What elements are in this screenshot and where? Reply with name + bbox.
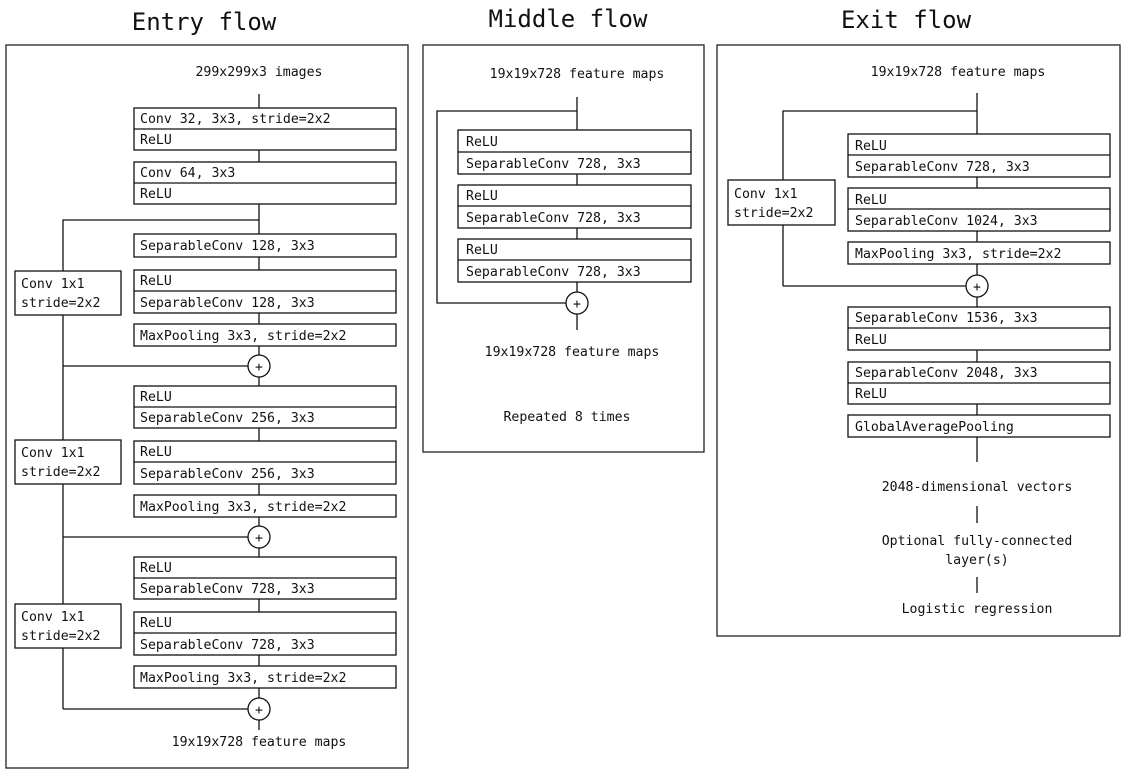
shortcut-line: Conv 1x1 [21, 446, 85, 461]
block-line: ReLU [140, 390, 172, 405]
middle-flow-title: Middle flow [489, 5, 648, 33]
middle-block-sepconv728-2: ReLU SeparableConv 728, 3x3 [457, 184, 692, 229]
entry-flow-panel: Entry flow 299x299x3 images [5, 8, 409, 769]
block-line: MaxPooling 3x3, stride=2x2 [140, 500, 346, 515]
exit-final-label: Logistic regression [902, 602, 1053, 617]
entry-block-sepconv256-b: ReLU SeparableConv 256, 3x3 [133, 440, 397, 485]
middle-block-sepconv728-3: ReLU SeparableConv 728, 3x3 [457, 238, 692, 283]
entry-block-maxpool-3: MaxPooling 3x3, stride=2x2 [133, 665, 397, 689]
block-line: ReLU [140, 445, 172, 460]
block-line: ReLU [855, 193, 887, 208]
entry-flow-frame [5, 44, 409, 769]
block-line: MaxPooling 3x3, stride=2x2 [140, 329, 346, 344]
exit-block-global-avg-pool: GlobalAveragePooling [847, 414, 1111, 438]
block-line: SeparableConv 2048, 3x3 [855, 366, 1038, 381]
exit-input-label: 19x19x728 feature maps [871, 65, 1046, 80]
add-node-icon: + [965, 274, 989, 298]
exit-flow-title: Exit flow [841, 6, 972, 34]
block-line: SeparableConv 728, 3x3 [466, 157, 641, 172]
block-line: ReLU [140, 133, 172, 148]
add-node-icon: + [247, 697, 271, 721]
block-line: SeparableConv 1536, 3x3 [855, 311, 1038, 326]
exit-vectors-label: 2048-dimensional vectors [882, 480, 1073, 495]
block-line: SeparableConv 128, 3x3 [140, 239, 315, 254]
shortcut-line: Conv 1x1 [21, 610, 85, 625]
add-node-icon: + [247, 354, 271, 378]
shortcut-line: stride=2x2 [21, 296, 100, 311]
block-line: SeparableConv 728, 3x3 [140, 582, 315, 597]
svg-text:+: + [573, 297, 581, 312]
exit-block-sepconv728: ReLU SeparableConv 728, 3x3 [847, 133, 1111, 178]
block-line: ReLU [140, 561, 172, 576]
entry-block-conv64: Conv 64, 3x3 ReLU [133, 161, 397, 205]
shortcut-line: stride=2x2 [21, 629, 100, 644]
add-node-icon: + [247, 525, 271, 549]
block-line: SeparableConv 1024, 3x3 [855, 214, 1038, 229]
block-line: Conv 32, 3x3, stride=2x2 [140, 112, 331, 127]
block-line: ReLU [466, 243, 498, 258]
add-node-icon: + [565, 291, 589, 315]
entry-shortcut-conv-1: Conv 1x1 stride=2x2 [14, 270, 122, 316]
shortcut-line: Conv 1x1 [21, 277, 85, 292]
block-line: ReLU [140, 616, 172, 631]
exit-shortcut-conv: Conv 1x1 stride=2x2 [727, 179, 836, 226]
entry-block-maxpool-2: MaxPooling 3x3, stride=2x2 [133, 494, 397, 518]
block-line: ReLU [140, 274, 172, 289]
block-line: Conv 64, 3x3 [140, 166, 235, 181]
block-line: ReLU [855, 139, 887, 154]
block-line: ReLU [140, 187, 172, 202]
shortcut-line: stride=2x2 [734, 206, 813, 221]
entry-block-sepconv128-a: SeparableConv 128, 3x3 [133, 233, 397, 258]
exit-fc-label-line1: Optional fully-connected [882, 534, 1073, 549]
middle-input-label: 19x19x728 feature maps [490, 67, 665, 82]
block-line: MaxPooling 3x3, stride=2x2 [855, 247, 1061, 262]
middle-repeat-note: Repeated 8 times [503, 410, 630, 425]
svg-text:+: + [973, 280, 981, 295]
entry-shortcut-conv-3: Conv 1x1 stride=2x2 [14, 603, 122, 649]
entry-flow-title: Entry flow [132, 8, 277, 36]
exit-block-sepconv2048: SeparableConv 2048, 3x3 ReLU [847, 361, 1111, 405]
shortcut-line: stride=2x2 [21, 465, 100, 480]
entry-block-maxpool-1: MaxPooling 3x3, stride=2x2 [133, 323, 397, 347]
block-line: SeparableConv 728, 3x3 [855, 160, 1030, 175]
middle-flow-frame [422, 44, 705, 453]
block-line: SeparableConv 728, 3x3 [140, 638, 315, 653]
middle-output-label: 19x19x728 feature maps [485, 345, 660, 360]
shortcut-line: Conv 1x1 [734, 187, 798, 202]
block-line: SeparableConv 728, 3x3 [466, 265, 641, 280]
block-line: ReLU [855, 333, 887, 348]
block-line: SeparableConv 256, 3x3 [140, 467, 315, 482]
entry-block-sepconv256-a: ReLU SeparableConv 256, 3x3 [133, 385, 397, 429]
block-line: GlobalAveragePooling [855, 420, 1014, 435]
svg-text:+: + [255, 360, 263, 375]
svg-text:+: + [255, 703, 263, 718]
svg-text:+: + [255, 531, 263, 546]
middle-block-sepconv728-1: ReLU SeparableConv 728, 3x3 [457, 129, 692, 175]
block-line: ReLU [466, 189, 498, 204]
entry-block-sepconv728-a: ReLU SeparableConv 728, 3x3 [133, 556, 397, 600]
block-line: ReLU [855, 387, 887, 402]
entry-block-sepconv728-b: ReLU SeparableConv 728, 3x3 [133, 611, 397, 656]
entry-block-sepconv128-b: ReLU SeparableConv 128, 3x3 [133, 269, 397, 314]
exit-block-sepconv1024: ReLU SeparableConv 1024, 3x3 [847, 187, 1111, 232]
block-line: SeparableConv 728, 3x3 [466, 211, 641, 226]
entry-shortcut-conv-2: Conv 1x1 stride=2x2 [14, 439, 122, 485]
exit-block-sepconv1536: SeparableConv 1536, 3x3 ReLU [847, 306, 1111, 351]
exit-flow-panel: Exit flow 19x19x728 feature maps ReLU Se… [716, 6, 1121, 637]
entry-input-label: 299x299x3 images [195, 65, 322, 80]
exit-flow-frame [716, 44, 1121, 637]
block-line: MaxPooling 3x3, stride=2x2 [140, 671, 346, 686]
middle-flow-panel: Middle flow 19x19x728 feature maps ReLU … [422, 5, 705, 453]
block-line: SeparableConv 256, 3x3 [140, 411, 315, 426]
exit-block-maxpool: MaxPooling 3x3, stride=2x2 [847, 241, 1111, 265]
entry-output-label: 19x19x728 feature maps [172, 735, 347, 750]
block-line: ReLU [466, 135, 498, 150]
exit-fc-label-line2: layer(s) [945, 553, 1009, 568]
entry-block-conv32: Conv 32, 3x3, stride=2x2 ReLU [133, 107, 397, 151]
block-line: SeparableConv 128, 3x3 [140, 296, 315, 311]
